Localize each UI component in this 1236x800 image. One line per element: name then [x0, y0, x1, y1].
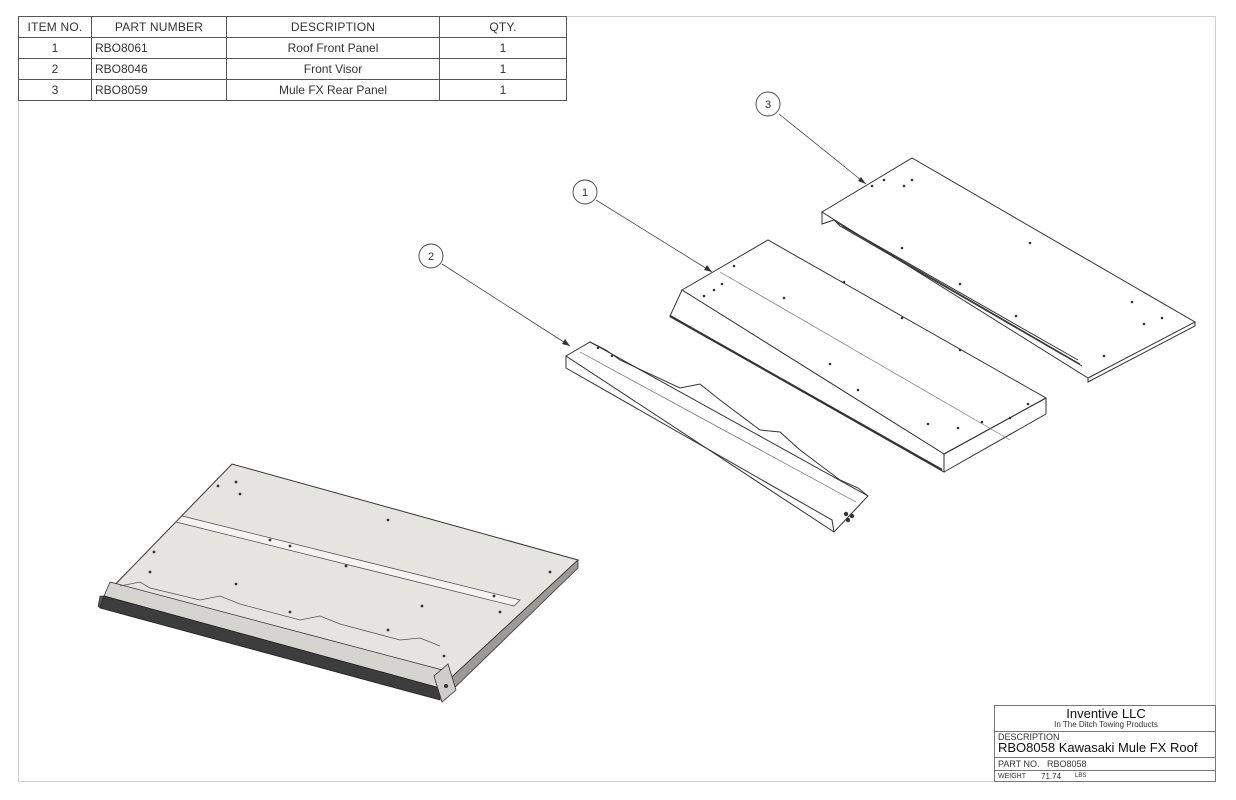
bom-item-no: 3: [18, 79, 92, 101]
balloon-leader-arrows: [562, 177, 866, 346]
balloon-1-label: 1: [582, 187, 588, 199]
bom-item-no: 2: [18, 58, 92, 80]
bom-header-qty: QTY.: [439, 16, 567, 38]
company-name: Inventive LLC: [1066, 706, 1146, 721]
bom-row: 2 RBO8046 Front Visor 1: [18, 58, 567, 80]
part-no-value: RBO8058: [1047, 759, 1087, 769]
company-tagline: In The Ditch Towing Products: [1054, 720, 1158, 729]
bom-part-number: RBO8061: [91, 37, 227, 59]
part-rear-panel: [821, 157, 1197, 383]
title-block-divider: [995, 770, 1215, 771]
bom-qty: 1: [439, 79, 567, 101]
description-label: DESCRIPTION: [998, 732, 1060, 742]
drawing-border: [18, 16, 1216, 782]
weight-label: WEIGHT: [998, 773, 1026, 780]
balloon-item-3: 3: [755, 91, 781, 117]
bom-row: 3 RBO8059 Mule FX Rear Panel 1: [18, 79, 567, 101]
balloon-leaders: [441, 113, 867, 347]
bom-header-item-no: ITEM NO.: [18, 16, 92, 38]
bom-header-part-number: PART NUMBER: [91, 16, 227, 38]
balloon-item-1: 1: [572, 179, 598, 205]
balloon-3-label: 3: [765, 99, 771, 111]
bom-item-no: 1: [18, 37, 92, 59]
title-block-divider: [995, 731, 1215, 732]
part-no-label: PART NO.: [998, 759, 1040, 769]
bom-description: Mule FX Rear Panel: [226, 79, 440, 101]
weight-unit: LBS: [1075, 773, 1087, 779]
part-front-visor: [565, 341, 869, 533]
bom-qty: 1: [439, 37, 567, 59]
assembled-roof-view: [97, 463, 579, 703]
balloon-item-2: 2: [418, 243, 444, 269]
weight-value: 71.74: [1041, 772, 1062, 781]
bom-part-number: RBO8059: [91, 79, 227, 101]
bom-header-row: ITEM NO. PART NUMBER DESCRIPTION QTY.: [18, 16, 567, 38]
bom-part-number: RBO8046: [91, 58, 227, 80]
part-roof-front-panel: [669, 239, 1048, 473]
bom-description: Front Visor: [226, 58, 440, 80]
bill-of-materials-table: ITEM NO. PART NUMBER DESCRIPTION QTY. 1 …: [18, 16, 567, 101]
title-block-divider: [995, 757, 1215, 758]
title-block: Inventive LLC In The Ditch Towing Produc…: [994, 705, 1216, 782]
bom-qty: 1: [439, 58, 567, 80]
drawing-description: RBO8058 Kawasaki Mule FX Roof: [998, 740, 1198, 755]
balloon-2-label: 2: [428, 251, 434, 263]
bom-header-description: DESCRIPTION: [226, 16, 440, 38]
bom-description: Roof Front Panel: [226, 37, 440, 59]
bom-row: 1 RBO8061 Roof Front Panel 1: [18, 37, 567, 59]
